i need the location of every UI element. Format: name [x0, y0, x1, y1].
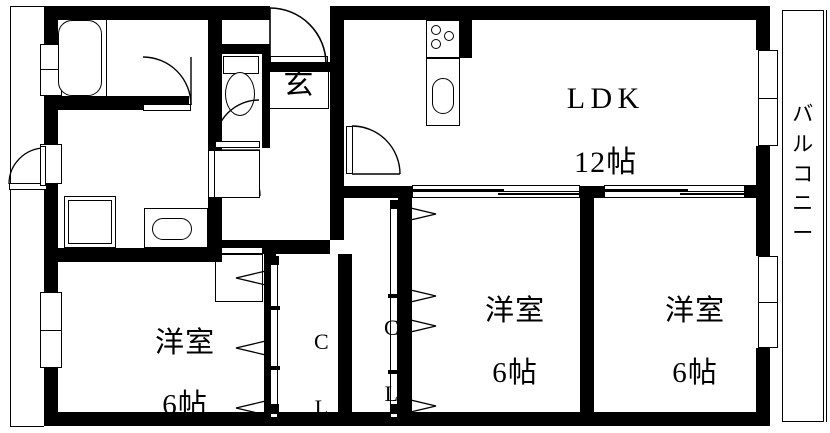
wall-top-left [44, 6, 222, 20]
room-label-ldk-size: 12帖 [574, 146, 638, 180]
sliding-door-right-leaf-a [604, 189, 688, 191]
closet-right-top-stop [390, 200, 399, 209]
closet-right-label: C L [358, 278, 400, 433]
closet-right-door-hinge-2 [388, 370, 400, 374]
toilet-bowl-fixture [225, 72, 255, 116]
room-label-ldk: LDK 12帖 [500, 52, 680, 210]
wall-toilet-right [262, 44, 270, 148]
bedroom-left-door-box [215, 254, 263, 302]
closet-left-door-hinge-2 [268, 366, 280, 370]
washroom-door-frame [40, 146, 46, 186]
bedroom-left-door-leaf [215, 247, 263, 254]
wall-top-entry-left [262, 6, 270, 20]
washbasin-fixture [152, 218, 192, 240]
sliding-door-center-leaf-a [412, 189, 504, 191]
wall-exterior-right-mid [756, 146, 770, 256]
closet-left-label: C L [288, 292, 330, 433]
wall-bedroom-center-right-divider [580, 186, 594, 426]
wall-toilet-top [208, 44, 270, 54]
exterior-left-bottom-line [10, 426, 44, 427]
room-label-bedroom-right: 洋室 6帖 [608, 266, 752, 418]
bedroom-left-bottom-door-stop [270, 404, 279, 414]
bath-door-swing-icon [142, 56, 192, 106]
wall-corridor-right [330, 116, 344, 240]
washing-machine-inner [68, 200, 112, 244]
window-bath-left-mullion [40, 69, 62, 70]
balcony-window-lower-mullion [758, 302, 778, 303]
room-label-bedroom-left-size: 6帖 [162, 388, 208, 421]
room-label-bedroom-right-name: 洋室 [665, 295, 726, 328]
hallway-door-leaf-box [214, 150, 260, 198]
ldk-door-swing-icon [351, 125, 401, 175]
closet-right-label-line2: L [384, 381, 399, 406]
bath-divider-line [106, 20, 107, 96]
closet-left-label-line1: C [313, 329, 330, 354]
wall-ldk-bedroom-divider-right [756, 186, 770, 198]
sliding-door-right-leaf-b [680, 193, 756, 195]
balcony-label-char: ル [792, 131, 814, 156]
wall-top-mid [222, 6, 262, 20]
room-label-bedroom-center-name: 洋室 [485, 295, 546, 328]
wall-entry-right-upper [330, 6, 344, 116]
toilet-door-leaf [215, 141, 260, 148]
wall-washroom-bottom [44, 248, 222, 262]
closet-right-folding-door-icon [401, 205, 437, 415]
bedroom-center-bottom-door-stop [390, 404, 399, 414]
sliding-door-center-leaf-b [498, 193, 580, 195]
genkan-step-line-right [328, 72, 329, 109]
wall-exterior-right-bottom [756, 348, 770, 426]
balcony-label-char: ニ [792, 191, 814, 216]
wall-ldk-bedroom-divider-left [344, 186, 412, 198]
kitchen-sink-fixture [432, 78, 454, 114]
balcony-window-upper-mullion [758, 98, 778, 99]
entrance-label: 玄 [283, 68, 315, 101]
exterior-left-thin-line [10, 6, 11, 426]
wall-exterior-right-top [756, 6, 770, 50]
room-label-bedroom-right-size: 6帖 [672, 356, 718, 389]
wall-closet-divider [338, 254, 352, 426]
entrance-door-swing-icon [269, 7, 327, 65]
bathtub-fixture [58, 20, 102, 96]
exterior-left-top-line [10, 6, 44, 7]
balcony-label-char: コ [792, 161, 814, 186]
balcony-label-char: バ [792, 102, 814, 126]
balcony-wall-nub [744, 186, 758, 198]
closet-right-door-hinge-1 [388, 294, 400, 298]
balcony-outline [782, 10, 824, 422]
closet-left-door-hinge-1 [268, 306, 280, 310]
wall-exterior-left-upper [44, 6, 58, 44]
ldk-door-leaf [346, 126, 353, 174]
closet-left-label-line2: L [314, 395, 329, 420]
window-bedroom-left-mullion [40, 330, 62, 331]
wall-exterior-left-mid [44, 182, 58, 292]
room-label-bedroom-center-size: 6帖 [492, 356, 538, 389]
room-label-ldk-name: LDK [566, 82, 645, 116]
bath-door-leaf [143, 104, 191, 111]
stove-burner-2-icon [444, 31, 454, 41]
balcony-label-text: バルコニー [788, 100, 818, 249]
balcony-label-char: ー [792, 221, 814, 246]
stove-burner-1-icon [431, 25, 441, 35]
washroom-door-leaf [9, 183, 47, 190]
sliding-door-center-rail [412, 191, 580, 192]
genkan-step-line [270, 108, 328, 109]
balcony-outer-edge [826, 10, 827, 422]
balcony-label: バルコニー [788, 100, 818, 249]
wall-exterior-left-lower [44, 368, 58, 426]
toilet-door-swing-icon [214, 99, 260, 145]
wall-closet-right-side [398, 198, 412, 426]
room-label-bedroom-left-name: 洋室 [155, 327, 216, 360]
closet-right-label-line1: C [383, 315, 400, 340]
stove-block [426, 20, 460, 58]
closet-left-top-stop [270, 256, 279, 265]
room-label-bedroom-left: 洋室 6帖 [100, 298, 240, 433]
closet-left-folding-door-icon [235, 269, 271, 417]
wall-entry-divider [262, 62, 342, 72]
stove-burner-3-icon [431, 39, 441, 49]
wall-kitchen-right [458, 6, 472, 58]
room-label-bedroom-center: 洋室 6帖 [428, 266, 572, 418]
wall-top-ldk [346, 6, 770, 20]
sliding-door-right-rail [604, 191, 756, 192]
